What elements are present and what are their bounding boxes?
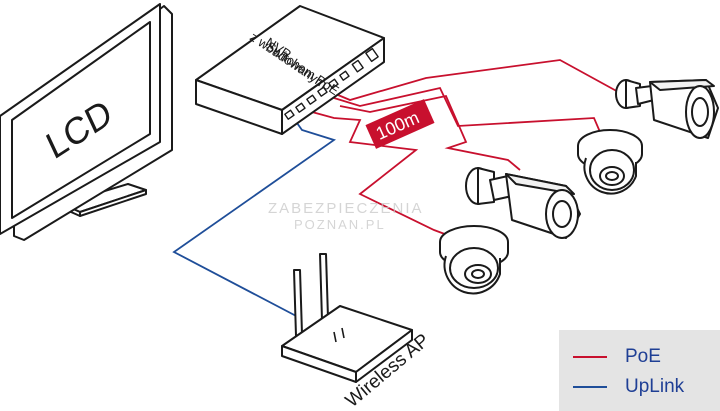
uplink-cable: [172, 115, 337, 319]
dome-camera-icon: [439, 225, 509, 295]
nvr-switch-icon: [195, 5, 385, 135]
poe-cables: [311, 59, 623, 237]
watermark-line2: POZNAN.PL: [294, 217, 386, 232]
legend: PoE UpLink: [559, 330, 720, 411]
dome-camera-icon: [577, 129, 643, 195]
legend-swatch-uplink: [573, 386, 607, 388]
distance-tag: [365, 99, 435, 149]
bullet-camera-icon: [615, 79, 719, 139]
wireless-ap-icon: [281, 253, 413, 383]
bullet-camera-icon: [465, 167, 581, 239]
watermark-line1: ZABEZPIECZENIA: [268, 200, 424, 217]
legend-label-poe: PoE: [625, 346, 661, 367]
legend-swatch-poe: [573, 356, 607, 358]
watermark: ZABEZPIECZENIA POZNAN.PL: [268, 200, 424, 232]
legend-label-uplink: UpLink: [625, 376, 685, 397]
legend-item-poe: PoE: [573, 346, 661, 368]
legend-item-uplink: UpLink: [573, 376, 684, 398]
lcd-monitor-icon: [0, 3, 173, 241]
